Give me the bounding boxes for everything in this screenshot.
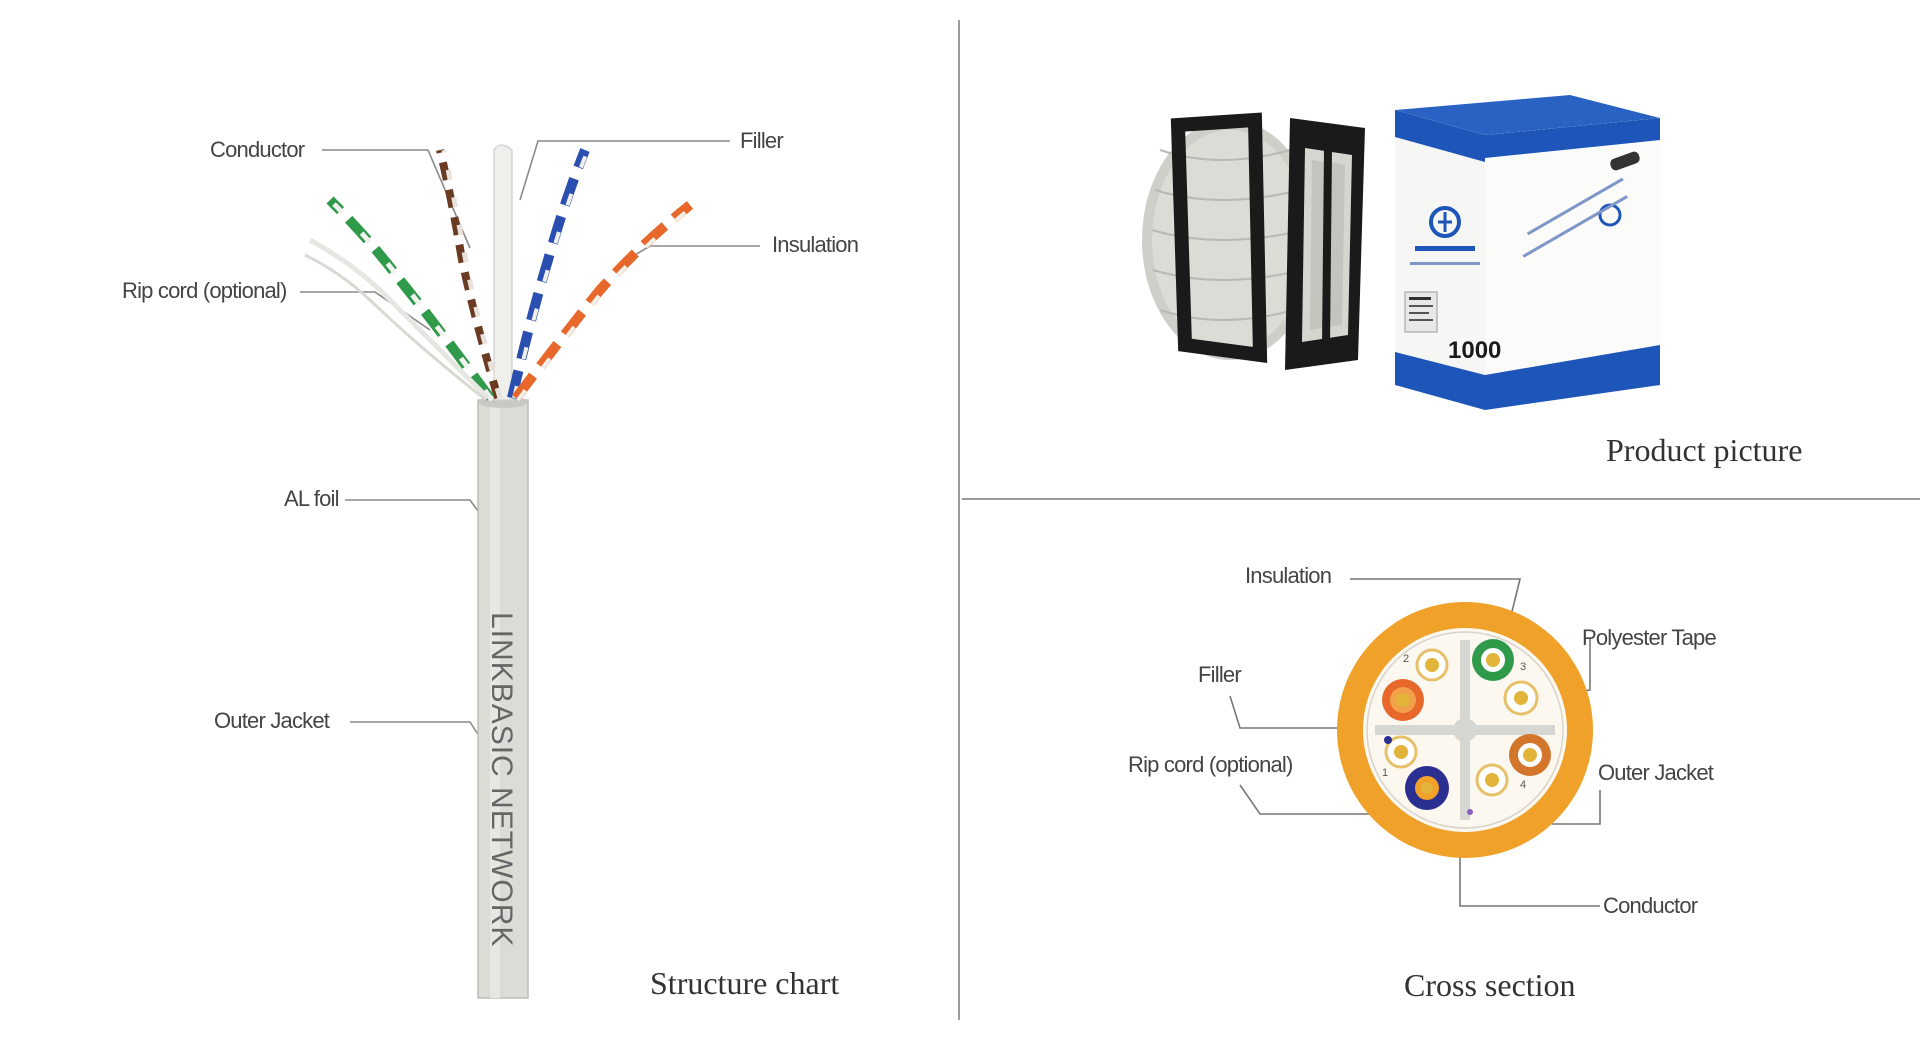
label-filler: Filler (740, 128, 784, 153)
cs-label-filler: Filler (1198, 662, 1242, 687)
pair-1-white (1415, 648, 1449, 682)
label-conductor: Conductor (210, 137, 305, 162)
filler-core (493, 144, 513, 401)
pair-3-white (1384, 735, 1418, 769)
product-photo: 1000 (1142, 95, 1660, 410)
pair-1-orange (1382, 679, 1424, 721)
blue-pair (507, 148, 590, 400)
leader-insulation (617, 245, 760, 266)
label-outer-jacket: Outer Jacket (214, 708, 330, 733)
pair-3-blue (1405, 766, 1449, 810)
pair-4-white (1475, 763, 1509, 797)
pair-number-3: 3 (1520, 661, 1526, 673)
label-rip-cord: Rip cord (optional) (122, 278, 287, 303)
brown-pair (436, 149, 502, 400)
caption-cross-section: Cross section (1404, 967, 1576, 1003)
pair-number-4: 4 (1520, 779, 1526, 791)
cs-label-rip-cord: Rip cord (optional) (1128, 752, 1293, 777)
pair-number-1: 1 (1382, 767, 1388, 779)
pair-4-orange-brown (1509, 734, 1551, 776)
cable-spool (1142, 112, 1365, 370)
leader-conductor (322, 149, 471, 249)
jacket-print: LINKBASIC NETWORK (485, 612, 518, 947)
leader-filler (519, 140, 730, 201)
caption-product-picture: Product picture (1606, 432, 1803, 468)
vertical-divider (958, 20, 960, 1020)
cs-label-conductor: Conductor (1603, 893, 1698, 918)
pair-2-white (1503, 680, 1539, 716)
box-length-marking: 1000 (1448, 337, 1501, 364)
pair-2-green (1472, 639, 1514, 681)
cable-box: 1000 (1395, 95, 1660, 410)
pair-number-2: 2 (1403, 653, 1409, 665)
leader-outer-jacket (350, 721, 486, 746)
leader-outer-jacket (1552, 790, 1601, 825)
caption-structure-chart: Structure chart (650, 965, 840, 1001)
rip-cord-dot (1384, 736, 1392, 744)
cs-label-polyester-tape: Polyester Tape (1582, 625, 1717, 650)
leader-rip-cord (300, 291, 431, 331)
cable-structure-illustration: LINKBASIC NETWORK (300, 140, 760, 999)
orange-pair (512, 201, 694, 402)
cs-label-outer-jacket: Outer Jacket (1598, 760, 1714, 785)
horizontal-divider (962, 498, 1920, 500)
cable-jacket (477, 399, 529, 999)
cross-section-illustration: 1 2 3 4 (1229, 578, 1601, 907)
label-insulation: Insulation (772, 232, 859, 257)
label-al-foil: AL foil (284, 486, 340, 511)
cs-label-insulation: Insulation (1245, 563, 1332, 588)
rip-cord (308, 237, 490, 400)
